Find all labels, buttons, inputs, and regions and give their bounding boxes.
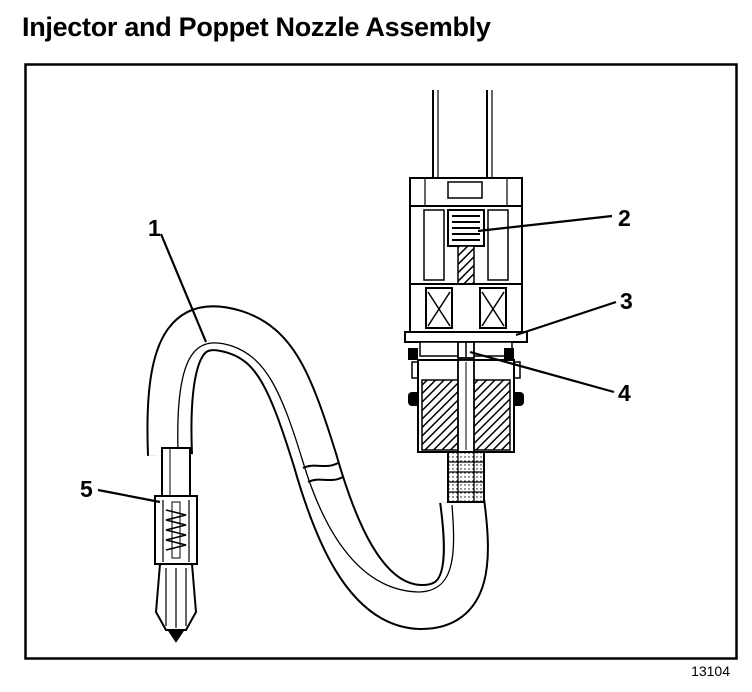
diagram-frame: 1 2 3 4 5 [24, 63, 738, 660]
leader-lines [97, 214, 617, 504]
callout-4: 4 [618, 380, 631, 406]
figure-number: 13104 [691, 663, 730, 679]
fuel-hose [146, 305, 489, 630]
callout-5: 5 [80, 476, 93, 502]
injector-body [404, 90, 528, 503]
callout-1: 1 [148, 215, 161, 241]
callout-3: 3 [620, 288, 633, 314]
poppet-nozzle [154, 447, 198, 643]
page-title: Injector and Poppet Nozzle Assembly [22, 12, 491, 42]
callout-2: 2 [618, 205, 631, 231]
